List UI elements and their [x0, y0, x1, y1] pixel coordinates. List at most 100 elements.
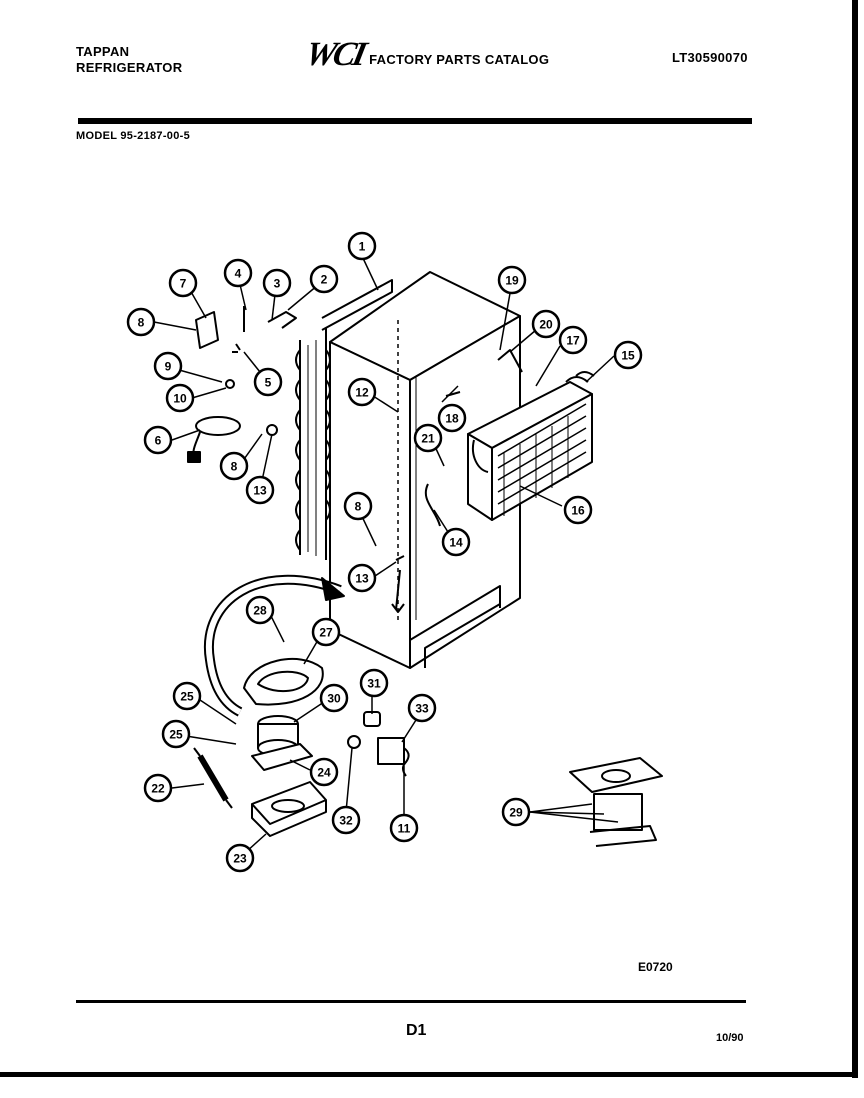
callout-15: 15 — [613, 340, 643, 370]
callout-14: 14 — [441, 527, 471, 557]
callout-markers: 1 2 3 4 5 6 7 8 8 8 9 10 11 12 13 13 14 … — [126, 231, 643, 873]
callout-label: 27 — [319, 626, 333, 640]
page-frame-right — [852, 0, 858, 1078]
header-rule — [78, 118, 752, 124]
brand-name: TAPPAN — [76, 44, 130, 59]
callout-label: 29 — [509, 806, 523, 820]
cabinet-outline — [329, 271, 521, 669]
callout-1: 1 — [347, 231, 377, 261]
brand-block: TAPPAN REFRIGERATOR — [76, 44, 182, 76]
callout-label: 23 — [233, 852, 247, 866]
callout-label: 13 — [253, 484, 267, 498]
drier — [193, 747, 233, 809]
drip-tray — [243, 657, 324, 706]
callout-28-marker: 28 — [245, 595, 275, 625]
callout-label: 15 — [621, 349, 635, 363]
callout-29: 29 — [501, 797, 531, 827]
callout-label: 18 — [445, 412, 459, 426]
callout-label: 8 — [138, 316, 145, 330]
callout-label: 4 — [235, 267, 242, 281]
callout-25: 25 — [161, 719, 191, 749]
model-number: MODEL 95-2187-00-5 — [76, 130, 191, 142]
callout-label: 32 — [339, 814, 353, 828]
callout-11: 11 — [389, 813, 419, 843]
callout-20: 20 — [531, 309, 561, 339]
callout-label: 5 — [265, 376, 272, 390]
callout-label: 1 — [359, 240, 366, 254]
callout-label: 9 — [165, 360, 172, 374]
callout-21: 21 — [413, 423, 443, 453]
callout-12: 12 — [347, 377, 377, 407]
callout-17: 17 — [558, 325, 588, 355]
callout-label: 6 — [155, 434, 162, 448]
callout-24: 24 — [309, 757, 339, 787]
callout-label: 31 — [367, 677, 381, 691]
callout-8: 8 — [343, 491, 373, 521]
power-cord — [187, 416, 241, 463]
callout-label: 7 — [180, 277, 187, 291]
callout-19: 19 — [497, 265, 527, 295]
callout-13: 13 — [347, 563, 377, 593]
callout-label: 28 — [253, 604, 267, 618]
callout-2: 2 — [309, 264, 339, 294]
callout-8: 8 — [126, 307, 156, 337]
callout-label: 24 — [317, 766, 331, 780]
callout-label: 33 — [415, 702, 429, 716]
callout-label: 12 — [355, 386, 369, 400]
small-hardware — [195, 306, 297, 436]
product-type: REFRIGERATOR — [76, 60, 183, 75]
callout-label: 8 — [355, 500, 362, 514]
callout-label: 10 — [173, 392, 187, 406]
callout-label: 11 — [398, 822, 411, 836]
callout-9: 9 — [153, 351, 183, 381]
page-number: D1 — [406, 1022, 427, 1039]
callout-25: 25 — [172, 681, 202, 711]
alternate-compressor-unit — [569, 757, 663, 847]
callout-13: 13 — [245, 475, 275, 505]
callout-5: 5 — [253, 367, 283, 397]
callout-16: 16 — [563, 495, 593, 525]
callout-label: 19 — [505, 274, 519, 288]
callout-label: 8 — [231, 460, 238, 474]
callout-18: 18 — [437, 403, 467, 433]
callout-27: 27 — [311, 617, 341, 647]
callout-label: 22 — [151, 782, 165, 796]
figure-code: E0720 — [638, 960, 673, 974]
compressor — [251, 715, 313, 771]
callout-label: 25 — [169, 728, 183, 742]
page-frame-bottom — [0, 1072, 858, 1077]
callout-label: 20 — [539, 318, 553, 332]
back-condenser-coil — [295, 279, 393, 560]
callout-23: 23 — [225, 843, 255, 873]
callout-6: 6 — [143, 425, 173, 455]
document-id: LT30590070 — [672, 50, 748, 65]
callout-33: 33 — [407, 693, 437, 723]
callout-10: 10 — [165, 383, 195, 413]
callout-label: 16 — [571, 504, 585, 518]
diagram-linework — [187, 271, 663, 847]
callout-30: 30 — [319, 683, 349, 713]
catalog-title-block: WCI FACTORY PARTS CATALOG — [302, 36, 550, 73]
revision-date: 10/90 — [716, 1032, 744, 1044]
callout-32: 32 — [331, 805, 361, 835]
callout-8: 8 — [219, 451, 249, 481]
callout-7: 7 — [168, 268, 198, 298]
callout-4: 4 — [223, 258, 253, 288]
callout-3: 3 — [262, 268, 292, 298]
callout-label: 30 — [327, 692, 341, 706]
callout-label: 21 — [421, 432, 435, 446]
callout-label: 25 — [180, 690, 194, 704]
callout-label: 2 — [321, 273, 328, 287]
footer-rule — [76, 1000, 746, 1003]
leader-lines — [153, 255, 619, 853]
callout-22: 22 — [143, 773, 173, 803]
compressor-bracket — [251, 781, 327, 837]
callout-label: 17 — [566, 334, 580, 348]
catalog-title: FACTORY PARTS CATALOG — [369, 51, 550, 67]
callout-label: 13 — [355, 572, 369, 586]
callout-label: 14 — [449, 536, 463, 550]
callout-label: 3 — [274, 277, 281, 291]
callout-31: 31 — [359, 668, 389, 698]
